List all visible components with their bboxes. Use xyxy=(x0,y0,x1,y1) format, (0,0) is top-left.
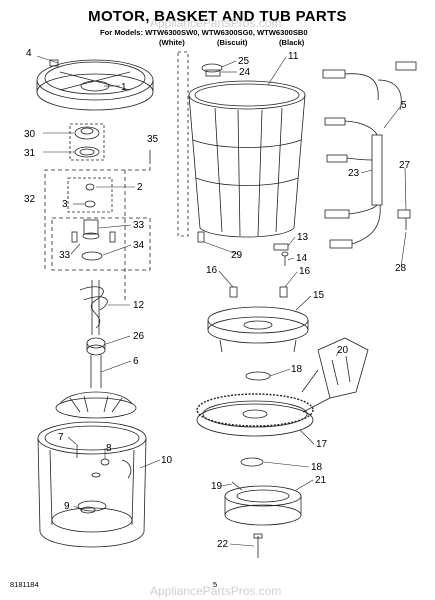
callout-20: 20 xyxy=(337,345,349,356)
callout-11: 11 xyxy=(288,51,299,62)
callout-22: 22 xyxy=(217,539,229,550)
callout-7: 7 xyxy=(58,432,64,443)
color-white: (White) xyxy=(159,38,185,47)
callout-4: 4 xyxy=(26,48,32,59)
callout-16b: 16 xyxy=(299,266,311,277)
part-shaft-drawing xyxy=(67,177,113,213)
part-plate-drawing xyxy=(207,306,309,353)
part-bracket-drawing xyxy=(317,337,369,399)
color-black: (Black) xyxy=(279,38,305,47)
callout-21: 21 xyxy=(315,475,327,486)
callout-28: 28 xyxy=(395,263,407,274)
callout-34: 34 xyxy=(133,240,145,251)
callout-9: 9 xyxy=(64,501,70,512)
color-biscuit: (Biscuit) xyxy=(217,38,248,47)
part-cap-drawing xyxy=(86,337,106,356)
document-number: 8181184 xyxy=(10,580,39,589)
callout-32: 32 xyxy=(24,194,36,205)
callout-2: 2 xyxy=(137,182,143,193)
callout-18b: 18 xyxy=(311,462,323,473)
callout-12: 12 xyxy=(133,300,145,311)
callout-23: 23 xyxy=(348,168,360,179)
callout-14: 14 xyxy=(296,253,308,264)
watermark-bottom: AppliancePartsPros.com xyxy=(150,584,282,598)
part-rotor-drawing xyxy=(196,393,314,437)
part-clutch-drawing xyxy=(51,217,151,271)
callout-35: 35 xyxy=(147,134,159,145)
callout-33a: 33 xyxy=(133,220,145,231)
part-auger-drawing xyxy=(79,280,108,335)
part-base-drawing xyxy=(224,485,302,526)
callout-26: 26 xyxy=(133,331,145,342)
callout-15: 15 xyxy=(313,290,325,301)
callout-13: 13 xyxy=(297,232,309,243)
part-basket-drawing xyxy=(188,80,306,238)
callout-6: 6 xyxy=(133,356,139,367)
callout-19: 19 xyxy=(211,481,223,492)
callout-24: 24 xyxy=(239,67,251,78)
models-line: For Models: WTW6300SW0, WTW6300SG0, WTW6… xyxy=(100,28,308,37)
callout-8: 8 xyxy=(106,443,112,454)
callout-3: 3 xyxy=(62,199,68,210)
part-agitator-drawing xyxy=(55,355,137,419)
page-title: MOTOR, BASKET AND TUB PARTS xyxy=(88,8,347,25)
part-harness-drawing xyxy=(322,61,417,249)
part-seal-drawing xyxy=(69,123,105,161)
callout-33b: 33 xyxy=(59,250,71,261)
callout-10: 10 xyxy=(161,455,173,466)
part-tub-cover-drawing xyxy=(36,59,154,111)
page-number: 5 xyxy=(213,580,218,589)
callout-30: 30 xyxy=(24,129,36,140)
callout-1: 1 xyxy=(121,82,127,93)
callout-27: 27 xyxy=(399,160,411,171)
callout-16a: 16 xyxy=(206,265,218,276)
watermark-top: AppliancePartsPros.com xyxy=(150,16,282,30)
callout-5: 5 xyxy=(401,100,407,111)
callout-25: 25 xyxy=(238,56,250,67)
callout-31: 31 xyxy=(24,148,36,159)
part-outer-tub-drawing xyxy=(37,421,147,548)
callout-29: 29 xyxy=(231,250,243,261)
callout-18a: 18 xyxy=(291,364,303,375)
callout-17: 17 xyxy=(316,439,328,450)
